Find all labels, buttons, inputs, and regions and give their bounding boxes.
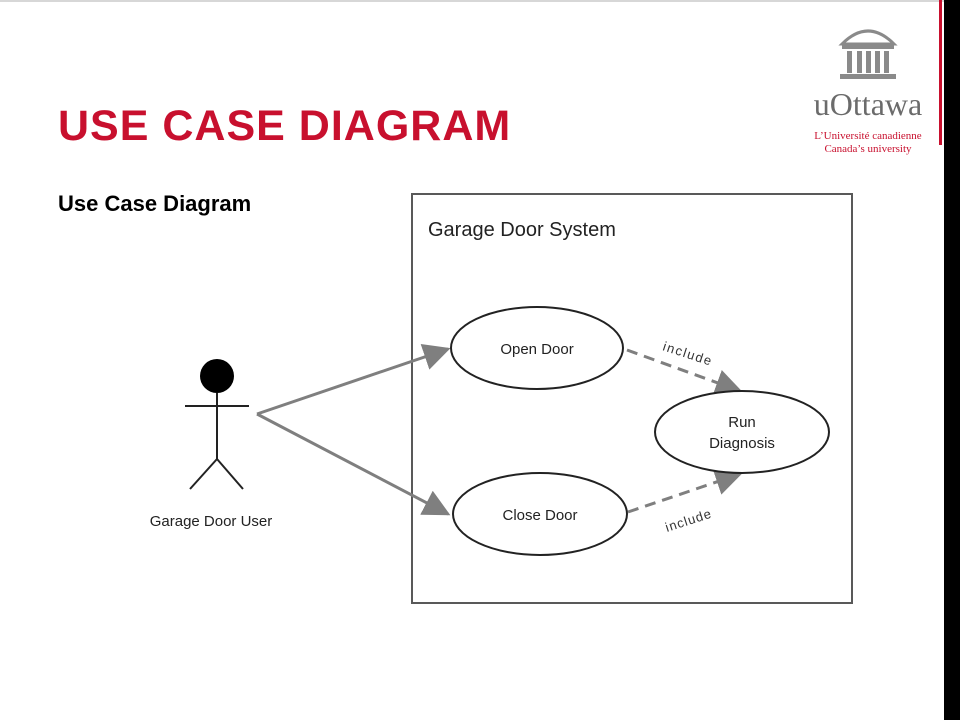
use-case-open-door-label: Open Door xyxy=(500,341,573,358)
logo-tagline-en: Canada’s university xyxy=(824,143,912,155)
uottawa-logo: uOttawa L’Université canadienne Canada’s… xyxy=(806,14,930,155)
association-arrow-close-door xyxy=(256,412,451,516)
slide-title: USE CASE DIAGRAM xyxy=(58,102,512,150)
include-arrow-open-door xyxy=(626,348,743,396)
slide-subtitle: Use Case Diagram xyxy=(58,191,252,216)
use-case-close-door-label: Close Door xyxy=(502,507,577,524)
include-arrow-close-door xyxy=(627,469,743,514)
actor-right-leg xyxy=(216,458,244,490)
association-arrow-open-door xyxy=(256,344,451,416)
actor-label: Garage Door User xyxy=(150,513,273,530)
actor-garage-door-user xyxy=(185,359,249,490)
top-rule xyxy=(0,0,960,2)
include-label-bottom: include xyxy=(663,506,713,535)
system-label: Garage Door System xyxy=(428,219,616,241)
accent-line xyxy=(939,0,942,145)
actor-head xyxy=(200,359,234,393)
actor-left-leg xyxy=(189,458,218,490)
building-icon xyxy=(838,29,898,79)
use-case-open-door xyxy=(450,306,624,390)
use-case-run-diagnosis-label-line2: Diagnosis xyxy=(709,435,775,452)
side-bar xyxy=(944,0,960,720)
use-case-run-diagnosis xyxy=(654,390,830,474)
system-boundary xyxy=(411,193,853,604)
logo-tagline-fr: L’Université canadienne xyxy=(814,130,922,142)
use-case-run-diagnosis-label-line1: Run xyxy=(728,414,756,431)
use-case-close-door xyxy=(452,472,628,556)
logo-wordmark: uOttawa xyxy=(813,86,923,122)
